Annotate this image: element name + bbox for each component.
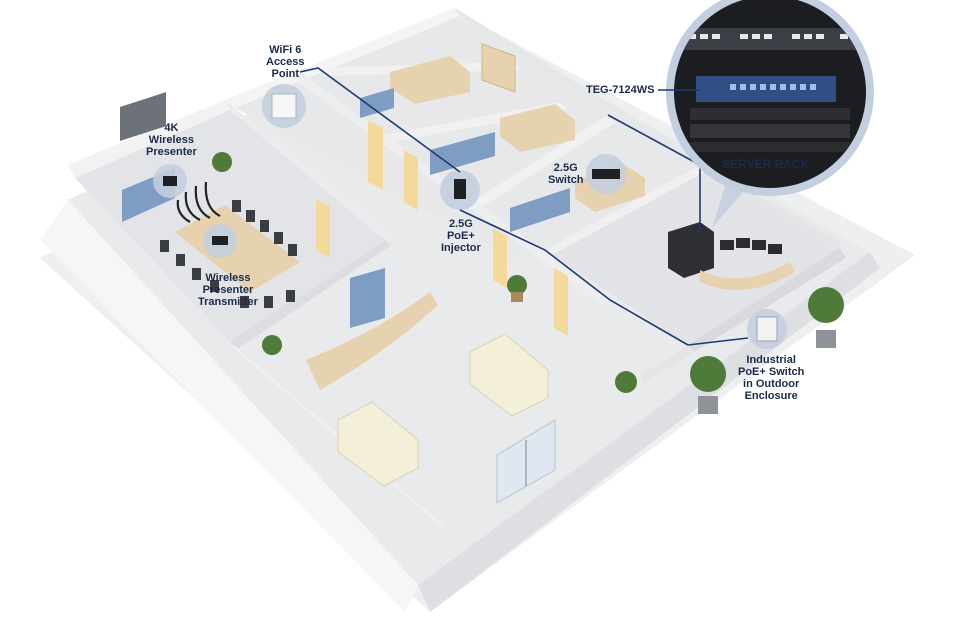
label-line: Industrial xyxy=(746,354,796,366)
conference-wall-back xyxy=(68,100,230,178)
reception-desk xyxy=(306,292,438,390)
label-line: PoE+ xyxy=(446,230,475,242)
label-line: Injector xyxy=(441,242,481,254)
label-25g-switch: 2.5G Switch xyxy=(548,162,583,186)
sofa-2 xyxy=(337,401,419,487)
server-room-wall-front xyxy=(688,248,846,352)
wireless-signal-icon xyxy=(176,181,221,223)
lobby-right-wall xyxy=(640,345,694,382)
door-4 xyxy=(493,228,507,288)
label-industrial-switch: Industrial PoE+ Switch in Outdoor Enclos… xyxy=(738,354,804,402)
office-desk-2 xyxy=(500,104,575,152)
label-line: 2.5G xyxy=(448,218,473,230)
office-desk-1 xyxy=(390,56,470,104)
switch-25g-icon xyxy=(592,169,620,179)
label-teg-7124ws: TEG-7124WS xyxy=(586,84,655,96)
partition-3 xyxy=(475,115,616,207)
network-cable-ap xyxy=(299,67,461,173)
door-2 xyxy=(404,150,418,210)
label-line: Wireless xyxy=(205,272,251,284)
label-line: Transmitter xyxy=(198,296,258,308)
server-room-wall-left xyxy=(545,165,705,256)
label-server-rack: SERVER RACK xyxy=(722,157,810,171)
poe-injector-icon xyxy=(454,179,466,199)
door-1 xyxy=(368,120,383,190)
tv-screen xyxy=(120,92,166,142)
label-line: 2.5G xyxy=(553,162,578,174)
label-line: 4K xyxy=(164,122,179,134)
conference-chairs xyxy=(160,200,297,308)
label-line: Presenter xyxy=(202,284,254,296)
conference-wall-right xyxy=(225,100,390,240)
label-4k-wireless-presenter: 4K Wireless Presenter xyxy=(146,122,197,158)
plants xyxy=(212,152,844,414)
server-rack xyxy=(668,222,714,278)
monitor-wall xyxy=(720,238,782,254)
conference-wall-front xyxy=(230,240,390,350)
label-line: in Outdoor xyxy=(743,378,800,390)
office-cabinet-3 xyxy=(510,188,570,232)
office-right-wall xyxy=(455,8,700,170)
bookshelf xyxy=(481,43,516,93)
label-presenter-transmitter: Wireless Presenter Transmitter xyxy=(198,272,258,308)
label-line: Access xyxy=(266,56,305,68)
label-line: Point xyxy=(271,68,300,80)
outer-wall-left xyxy=(40,200,418,612)
network-cable-main xyxy=(459,209,689,346)
conference-table xyxy=(175,205,300,292)
wifi6-ap-icon xyxy=(271,93,297,119)
label-poe-injector: 2.5G PoE+ Injector xyxy=(441,218,481,254)
server-rack-closeup xyxy=(674,0,866,188)
file-cabinet xyxy=(350,268,385,328)
partition-2 xyxy=(385,102,568,142)
label-line: PoE+ Switch xyxy=(738,366,805,378)
label-wifi6-access-point: WiFi 6 Access Point xyxy=(266,44,305,80)
sofa-1 xyxy=(469,333,549,417)
door-5 xyxy=(554,268,568,336)
label-line: Wireless xyxy=(148,134,194,146)
monitoring-desk xyxy=(700,262,795,290)
industrial-switch-icon xyxy=(756,316,778,342)
label-line: Presenter xyxy=(146,146,197,158)
office-cabinet-1 xyxy=(360,88,394,118)
label-line: Switch xyxy=(548,174,584,186)
network-cable-industrial xyxy=(687,337,749,346)
office-cabinet-2 xyxy=(430,132,495,175)
office-back-wall xyxy=(225,8,460,108)
label-line: Enclosure xyxy=(744,390,798,402)
label-line: WiFi 6 xyxy=(269,44,302,56)
door-3 xyxy=(316,200,330,258)
